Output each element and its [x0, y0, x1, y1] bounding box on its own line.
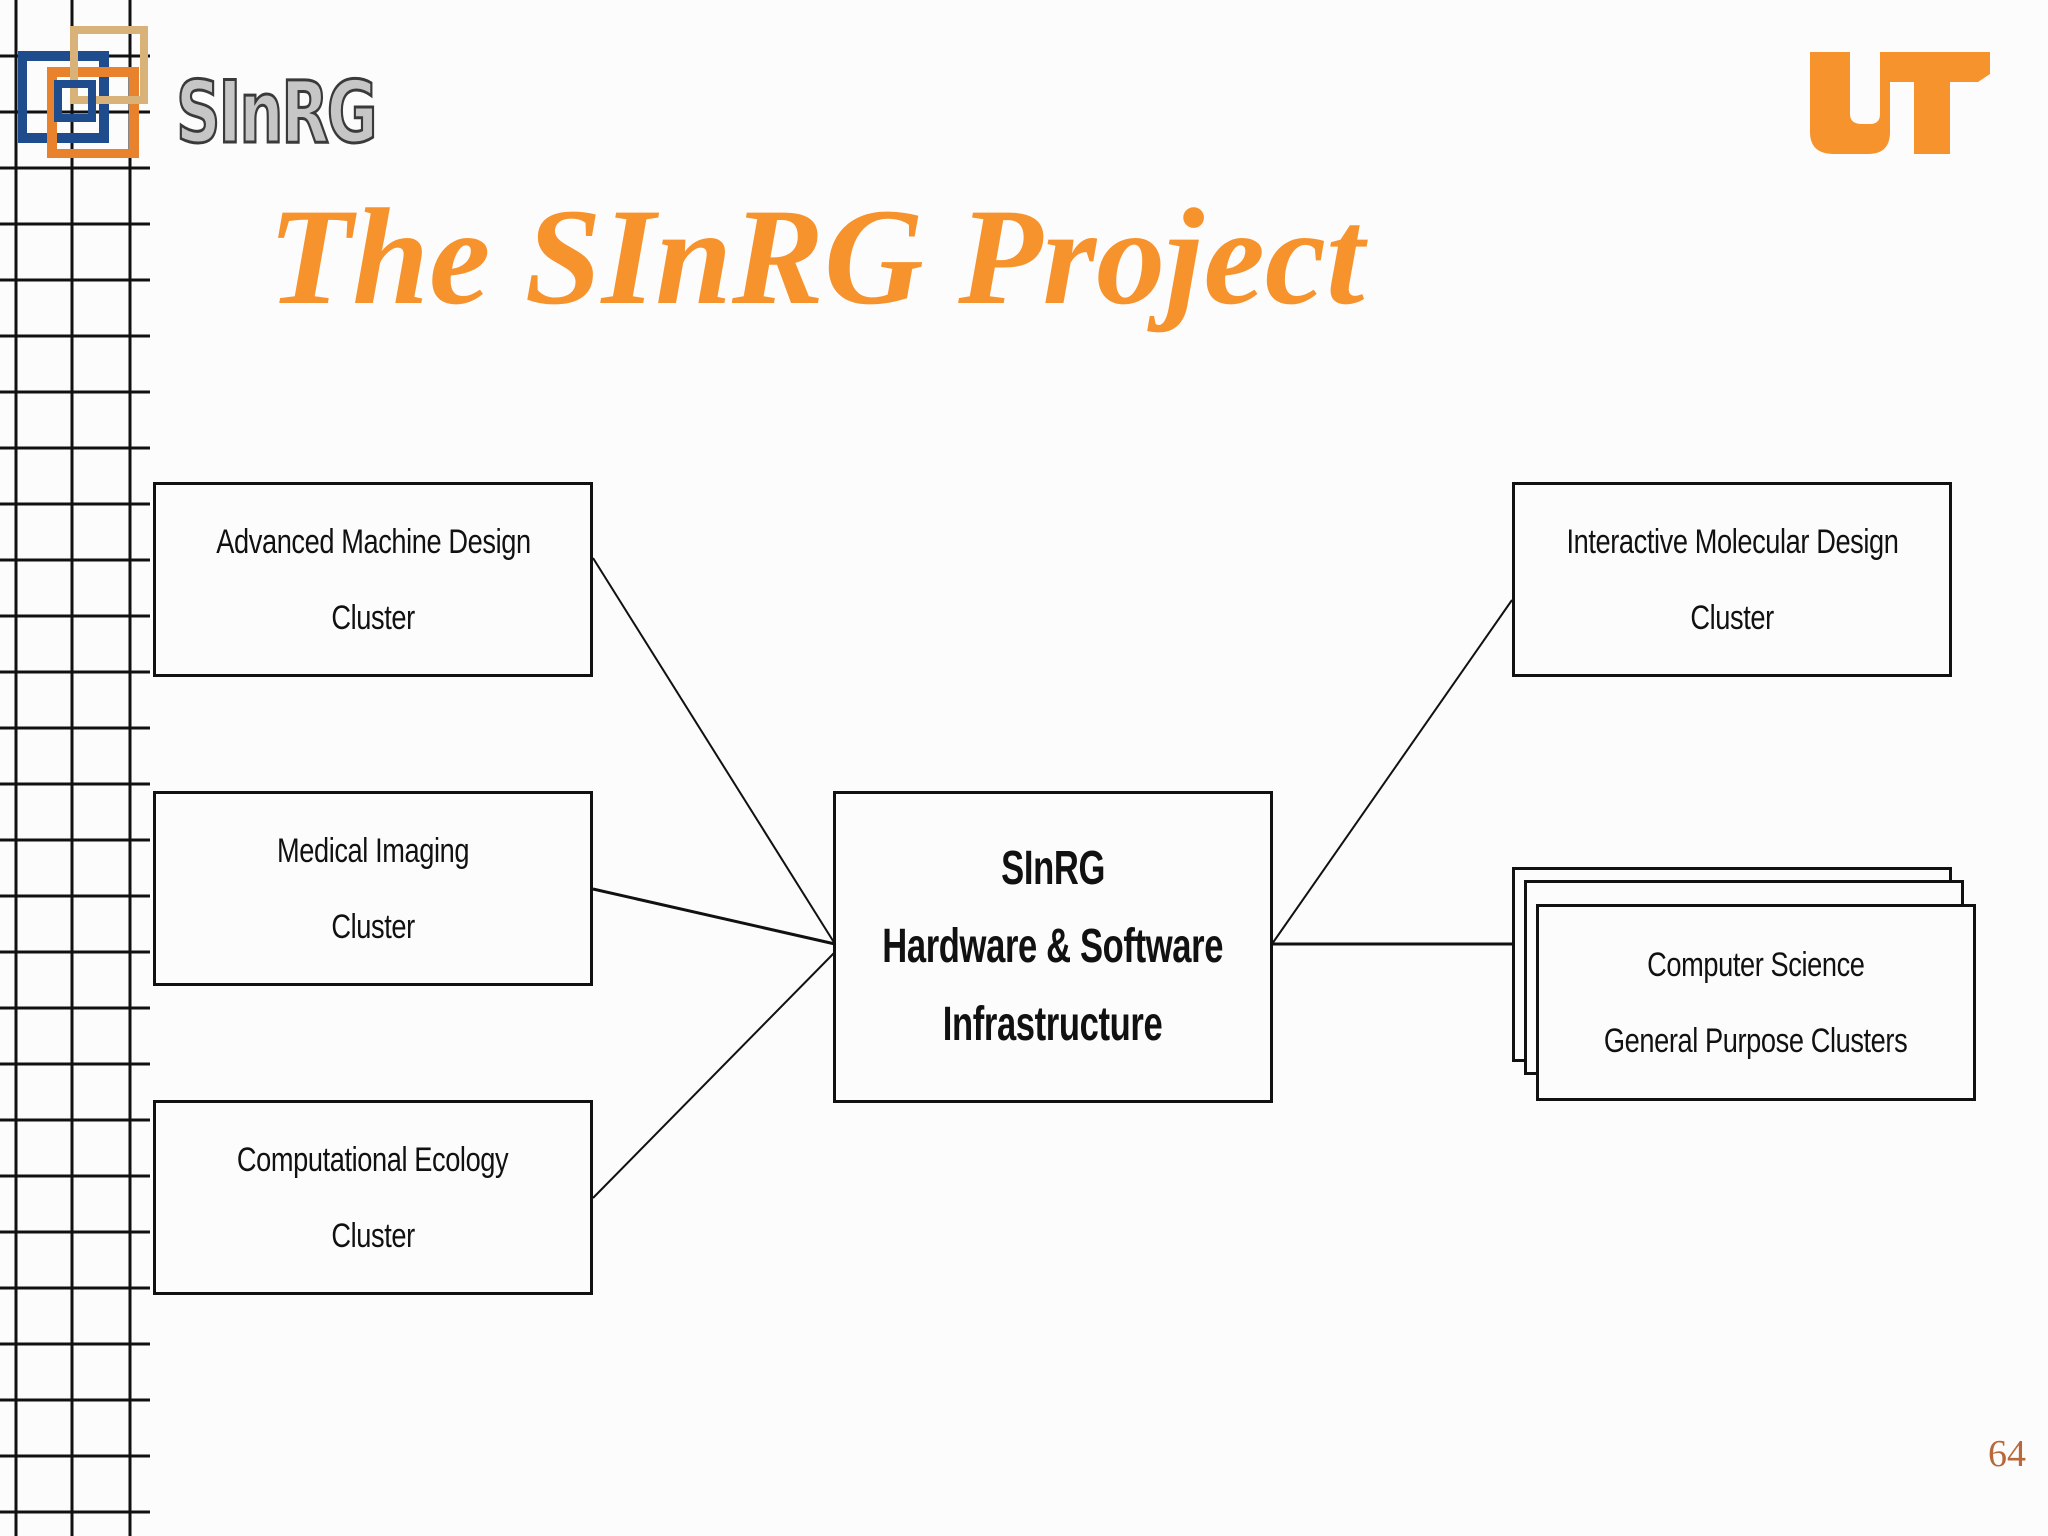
node-sublabel: Cluster [331, 907, 415, 946]
grid-decoration [0, 0, 150, 1536]
center-label-1: SInRG [1001, 842, 1105, 895]
page-number: 64 [1988, 1433, 2026, 1475]
center-label-2: Hardware & Software [882, 920, 1224, 973]
node-sublabel: Cluster [331, 1216, 415, 1255]
node-sublabel: Cluster [1690, 598, 1774, 637]
connector-ecology [592, 951, 836, 1199]
node-label: Interactive Molecular Design [1566, 522, 1898, 561]
connector-medical [592, 887, 836, 946]
node-interactive-molecular-design: Interactive Molecular Design Cluster [1512, 482, 1952, 677]
node-medical-imaging: Medical Imaging Cluster [153, 791, 593, 986]
node-label: Computer Science [1647, 945, 1865, 984]
node-computational-ecology: Computational Ecology Cluster [153, 1100, 593, 1295]
ut-logo [1810, 52, 1990, 154]
sinrg-logo-mark [18, 26, 148, 158]
sinrg-logo: SInRG [18, 18, 379, 163]
node-label: Medical Imaging [276, 831, 470, 870]
logo-wordmark: SInRG [175, 63, 379, 163]
center-label-3: Infrastructure [943, 998, 1163, 1051]
node-sinrg-infrastructure: SInRG Hardware & Software Infrastructure [833, 791, 1273, 1103]
node-sublabel: General Purpose Clusters [1604, 1021, 1908, 1060]
node-label: Computational Ecology [237, 1140, 509, 1179]
node-advanced-machine-design: Advanced Machine Design Cluster [153, 482, 593, 677]
connector-amd [592, 557, 836, 945]
node-sublabel: Cluster [331, 598, 415, 637]
node-label: Advanced Machine Design [215, 522, 531, 561]
connector-molecular [1271, 599, 1513, 945]
node-computer-science-clusters: Computer Science General Purpose Cluster… [1536, 904, 1976, 1101]
page-title: The SInRG Project [268, 180, 1365, 333]
